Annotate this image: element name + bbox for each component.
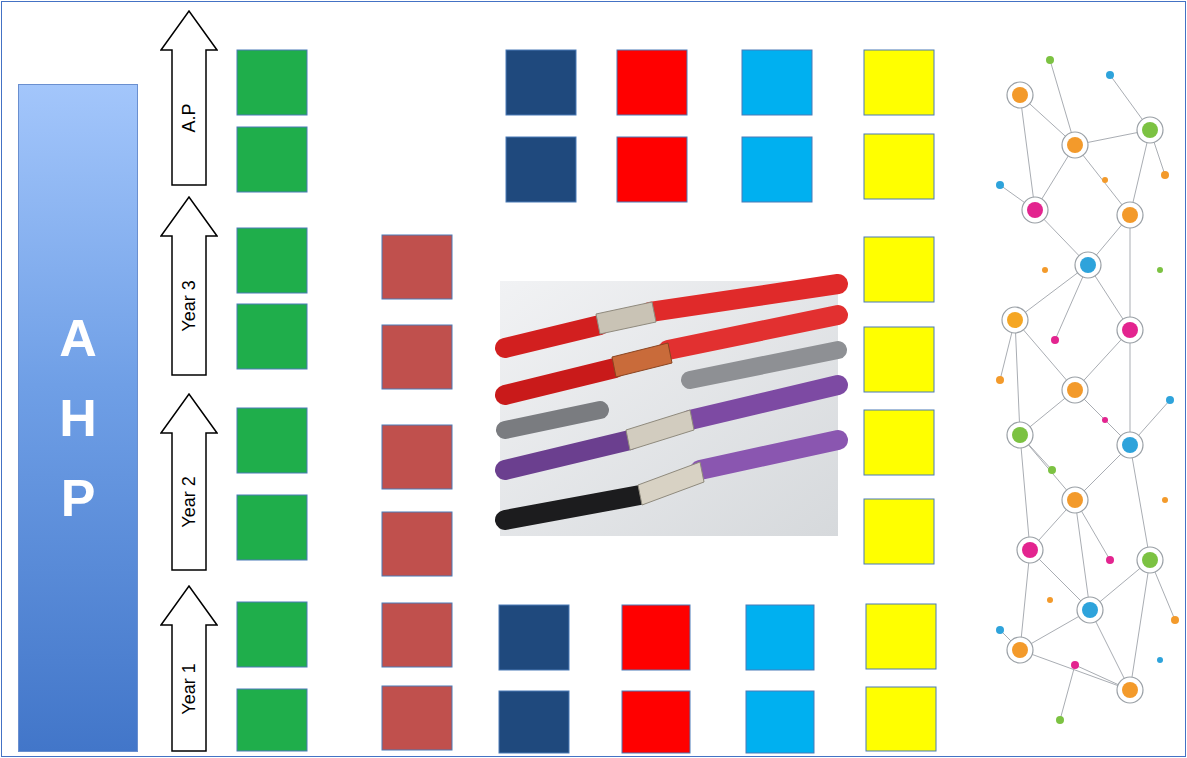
stage-arrow: Year 3 xyxy=(160,196,218,376)
stage-label: Year 2 xyxy=(179,476,199,527)
stage-arrow: Year 2 xyxy=(160,393,218,571)
stage-label: Year 1 xyxy=(179,663,199,714)
stage-arrow: A.P xyxy=(160,10,218,186)
method-band: A H P xyxy=(18,84,138,752)
arrow-shape xyxy=(161,11,217,185)
arrow-shape xyxy=(161,394,217,570)
band-title: A H P xyxy=(48,298,108,538)
arrow-shape xyxy=(161,586,217,751)
brown-squares xyxy=(382,235,452,750)
stage-arrow: Year 1 xyxy=(160,585,218,752)
stage-label: A.P xyxy=(179,103,199,132)
cable-photo xyxy=(500,281,838,536)
stage-label: Year 3 xyxy=(179,280,199,331)
green-squares xyxy=(237,50,307,751)
arrow-shape xyxy=(161,197,217,375)
network-illustration xyxy=(996,56,1179,724)
arrow-outline xyxy=(160,10,218,186)
yellow-squares xyxy=(864,50,936,751)
crimp-sleeves xyxy=(596,302,704,505)
